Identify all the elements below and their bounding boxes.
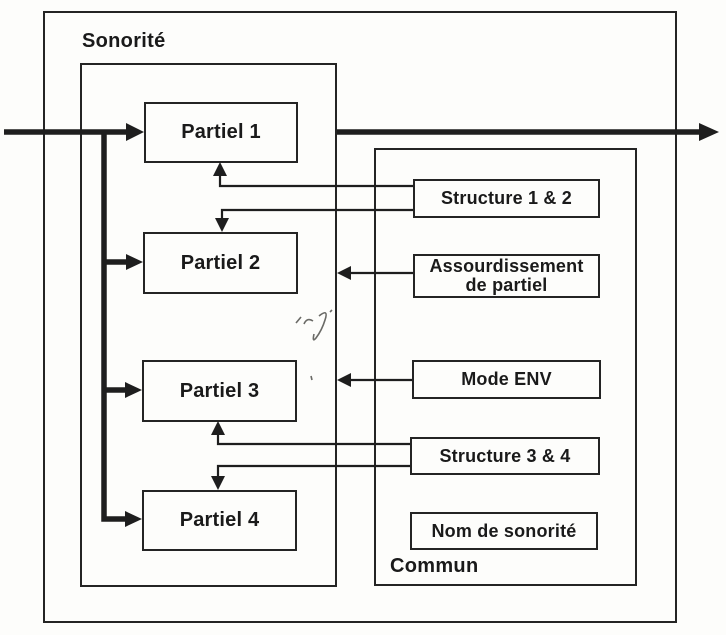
nom-de-sonorite-box: Nom de sonorité: [410, 512, 598, 550]
partial-4-box: Partiel 4: [142, 490, 297, 551]
partials-frame: [80, 63, 337, 587]
common-frame: [374, 148, 637, 586]
structure-1-2-box: Structure 1 & 2: [413, 179, 600, 218]
structure-3-4-box: Structure 3 & 4: [410, 437, 600, 475]
partial-2-box: Partiel 2: [143, 232, 298, 294]
mode-env-box: Mode ENV: [412, 360, 601, 399]
commun-title: Commun: [390, 555, 479, 577]
assourdissement-box: Assourdissement de partiel: [413, 254, 600, 298]
partial-3-box: Partiel 3: [142, 360, 297, 422]
sonorite-title: Sonorité: [82, 30, 166, 52]
outer-frame: [43, 11, 677, 623]
partial-1-box: Partiel 1: [144, 102, 298, 163]
